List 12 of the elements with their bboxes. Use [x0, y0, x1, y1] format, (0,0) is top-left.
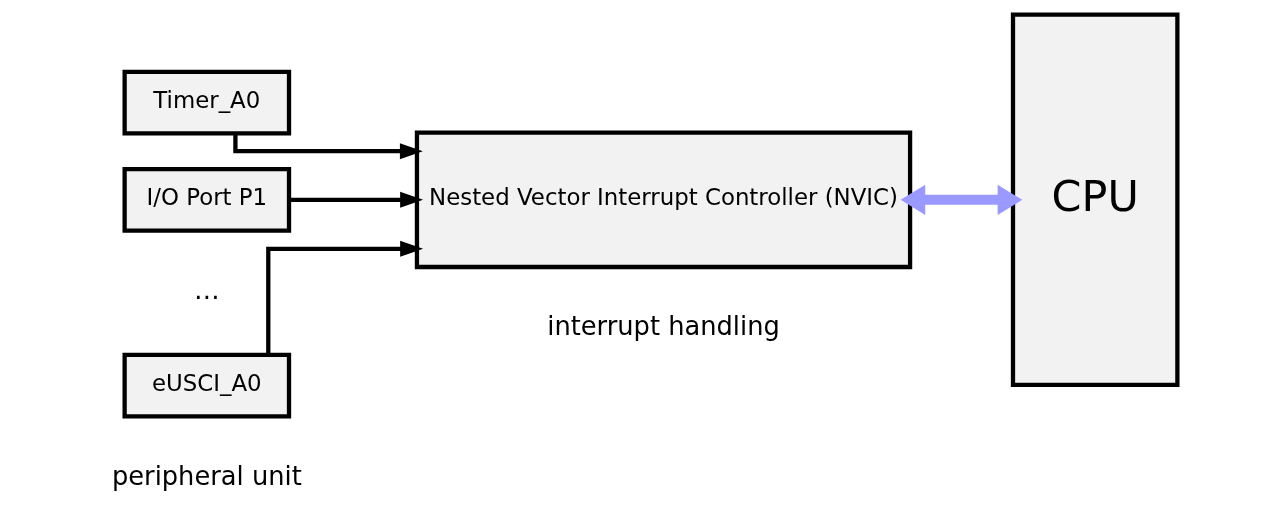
node-box: Nested Vector Interrupt Controller (NVIC): [414, 130, 912, 269]
arrow: [232, 133, 423, 159]
node-box: eUSCI_A0: [122, 352, 291, 419]
label: …: [193, 274, 220, 305]
arrow: [900, 184, 1022, 215]
node-box: Timer_A0: [122, 69, 291, 135]
arrow: [289, 191, 423, 208]
node-box: I/O Port P1: [122, 166, 291, 233]
arrow: [265, 240, 423, 355]
label: peripheral unit: [111, 460, 302, 491]
node-box: CPU: [1010, 12, 1180, 387]
label: interrupt handling: [546, 310, 780, 341]
